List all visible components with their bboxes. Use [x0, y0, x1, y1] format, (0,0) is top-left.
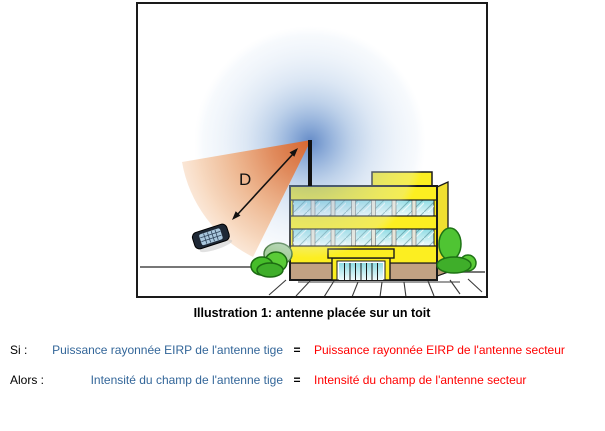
condition-left-clause: Puissance rayonnée EIRP de l'antenne tig…: [52, 343, 283, 357]
figure-caption: Illustration 1: antenne placée sur un to…: [193, 306, 431, 320]
equals-sign: =: [293, 343, 301, 357]
equals-sign: =: [293, 373, 301, 387]
parking-lines: [268, 278, 483, 296]
figure-frame: D: [136, 2, 488, 298]
antenna-roof-illustration: D: [140, 26, 485, 296]
conclusion-right-clause: Intensité du champ de l'antenne secteur: [314, 373, 527, 387]
condition-label: Si :: [10, 343, 28, 357]
condition-row: Si : Puissance rayonnée EIRP de l'antenn…: [0, 343, 605, 359]
antenna-mast-icon: [308, 140, 312, 186]
distance-label: D: [239, 170, 251, 189]
distance-arrow: D: [232, 148, 298, 220]
conclusion-row: Alors : Intensité du champ de l'antenne …: [0, 373, 605, 389]
conclusion-label: Alors :: [10, 373, 45, 387]
bush-right: [436, 227, 477, 274]
entrance-door: [327, 248, 395, 281]
conclusion-left-clause: Intensité du champ de l'antenne tige: [90, 373, 283, 387]
mobile-phone-icon: [191, 223, 233, 253]
condition-right-clause: Puissance rayonnée EIRP de l'antenne sec…: [314, 343, 565, 357]
